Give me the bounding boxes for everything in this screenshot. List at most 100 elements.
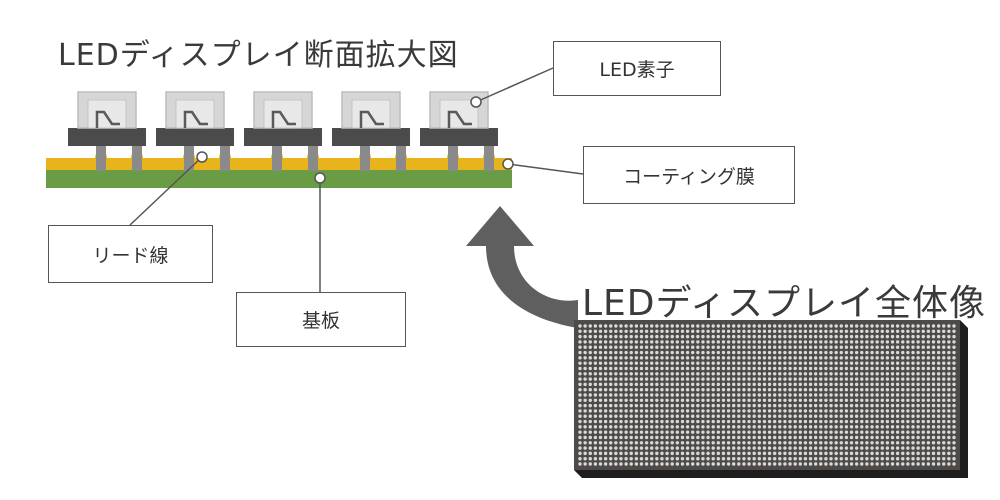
matrix-led-dot [670, 356, 674, 360]
matrix-led-dot [762, 403, 767, 408]
matrix-led-dot [644, 419, 649, 424]
matrix-led-dot [583, 419, 587, 424]
matrix-led-dot [885, 409, 890, 413]
matrix-led-dot [752, 456, 756, 461]
matrix-led-dot [598, 435, 603, 440]
matrix-led-dot [880, 382, 884, 387]
matrix-led-dot [655, 409, 659, 413]
matrix-led-dot [711, 334, 715, 339]
matrix-led-dot [619, 345, 623, 349]
matrix-led-dot [675, 334, 680, 339]
matrix-led-dot [947, 329, 951, 334]
matrix-led-dot [609, 356, 613, 360]
matrix-led-dot [942, 372, 946, 376]
matrix-led-dot [583, 345, 587, 349]
matrix-led-dot [757, 361, 762, 365]
matrix-led-dot [921, 372, 925, 376]
matrix-led-dot [588, 366, 592, 371]
matrix-led-dot [624, 324, 628, 328]
matrix-led-dot [747, 451, 751, 456]
matrix-led-dot [629, 387, 633, 392]
matrix-led-dot [691, 334, 695, 339]
matrix-led-dot [813, 435, 818, 440]
matrix-led-dot [701, 456, 705, 461]
matrix-led-dot [614, 414, 618, 418]
matrix-led-dot [726, 398, 731, 403]
matrix-led-dot [578, 366, 582, 371]
matrix-led-dot [906, 372, 910, 376]
matrix-led-dot [716, 419, 721, 424]
matrix-led-dot [865, 435, 869, 440]
matrix-led-dot [762, 361, 767, 365]
matrix-led-dot [655, 345, 659, 349]
matrix-led-dot [609, 340, 613, 344]
matrix-led-dot [936, 382, 941, 387]
matrix-led-dot [598, 372, 603, 376]
matrix-led-dot [691, 409, 695, 413]
matrix-led-dot [685, 419, 690, 424]
matrix-led-dot [680, 329, 685, 334]
matrix-led-dot [629, 425, 633, 429]
matrix-led-dot [732, 430, 736, 434]
matrix-led-dot [803, 393, 808, 397]
matrix-led-dot [583, 425, 587, 429]
matrix-led-dot [696, 425, 700, 429]
matrix-led-dot [942, 334, 946, 339]
matrix-led-dot [916, 414, 920, 418]
matrix-led-dot [947, 409, 951, 413]
matrix-led-dot [808, 345, 813, 349]
matrix-led-dot [931, 419, 936, 424]
matrix-led-dot [906, 446, 910, 450]
matrix-led-dot [824, 372, 828, 376]
matrix-led-dot [808, 356, 813, 360]
matrix-led-dot [829, 334, 833, 339]
matrix-led-dot [706, 414, 710, 418]
matrix-led-dot [696, 345, 700, 349]
matrix-led-dot [936, 340, 941, 344]
matrix-led-dot [732, 446, 736, 450]
matrix-led-dot [655, 329, 659, 334]
matrix-led-dot [849, 361, 854, 365]
matrix-led-dot [895, 414, 900, 418]
matrix-led-dot [583, 324, 587, 328]
matrix-led-dot [798, 435, 802, 440]
matrix-led-dot [665, 377, 669, 381]
matrix-led-dot [685, 372, 690, 376]
matrix-led-dot [593, 356, 598, 360]
matrix-led-dot [901, 345, 905, 349]
matrix-led-dot [614, 451, 618, 456]
matrix-led-dot [931, 377, 936, 381]
matrix-led-dot [598, 446, 603, 450]
matrix-led-dot [813, 350, 818, 355]
matrix-led-dot [767, 340, 772, 344]
matrix-led-dot [849, 409, 854, 413]
matrix-led-dot [947, 425, 951, 429]
matrix-led-dot [844, 441, 849, 445]
matrix-led-dot [624, 456, 628, 461]
matrix-led-dot [793, 403, 797, 408]
matrix-led-dot [701, 414, 705, 418]
matrix-led-dot [865, 414, 869, 418]
matrix-led-dot [870, 366, 874, 371]
matrix-led-dot [742, 372, 746, 376]
matrix-led-dot [685, 382, 690, 387]
matrix-led-dot [701, 446, 705, 450]
matrix-led-dot [793, 324, 797, 328]
matrix-led-dot [870, 340, 874, 344]
matrix-led-dot [711, 456, 715, 461]
matrix-led-dot [696, 382, 700, 387]
matrix-led-dot [660, 398, 664, 403]
matrix-led-dot [665, 382, 669, 387]
matrix-led-dot [911, 382, 915, 387]
matrix-led-dot [865, 377, 869, 381]
matrix-led-dot [849, 345, 854, 349]
matrix-led-dot [870, 345, 874, 349]
matrix-led-dot [650, 419, 654, 424]
matrix-led-dot [603, 456, 608, 461]
matrix-led-dot [860, 446, 864, 450]
matrix-led-dot [890, 462, 895, 466]
matrix-led-dot [829, 456, 833, 461]
matrix-led-dot [911, 361, 915, 365]
matrix-led-dot [716, 451, 721, 456]
matrix-led-dot [808, 430, 813, 434]
